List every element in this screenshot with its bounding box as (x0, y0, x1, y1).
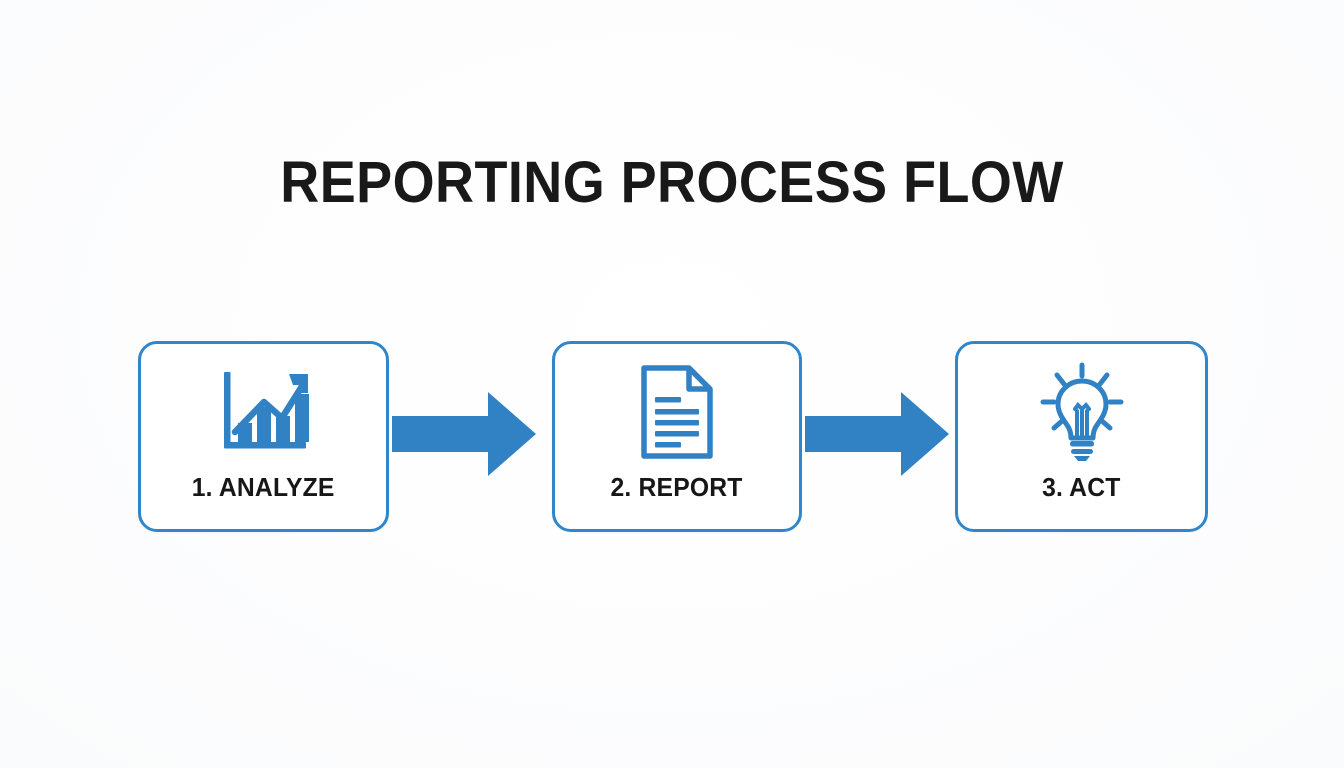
document-page-icon (637, 365, 717, 459)
step-label-analyze: 1. ANALYZE (192, 472, 335, 502)
arrow-analyze-to-report (392, 388, 536, 480)
arrow-report-to-act (805, 388, 949, 480)
step-label-act: 3. ACT (1042, 472, 1121, 502)
lightbulb-idea-icon (1035, 362, 1129, 461)
page-title: REPORTING PROCESS FLOW (280, 150, 1064, 215)
process-flow-row: 1. ANALYZE (138, 341, 1208, 538)
step-card-analyze[interactable]: 1. ANALYZE (138, 341, 389, 532)
step-card-report[interactable]: 2. REPORT (552, 341, 802, 532)
step-label-report: 2. REPORT (610, 472, 744, 502)
bar-chart-growth-icon (212, 366, 316, 458)
step-card-act[interactable]: 3. ACT (955, 341, 1208, 532)
